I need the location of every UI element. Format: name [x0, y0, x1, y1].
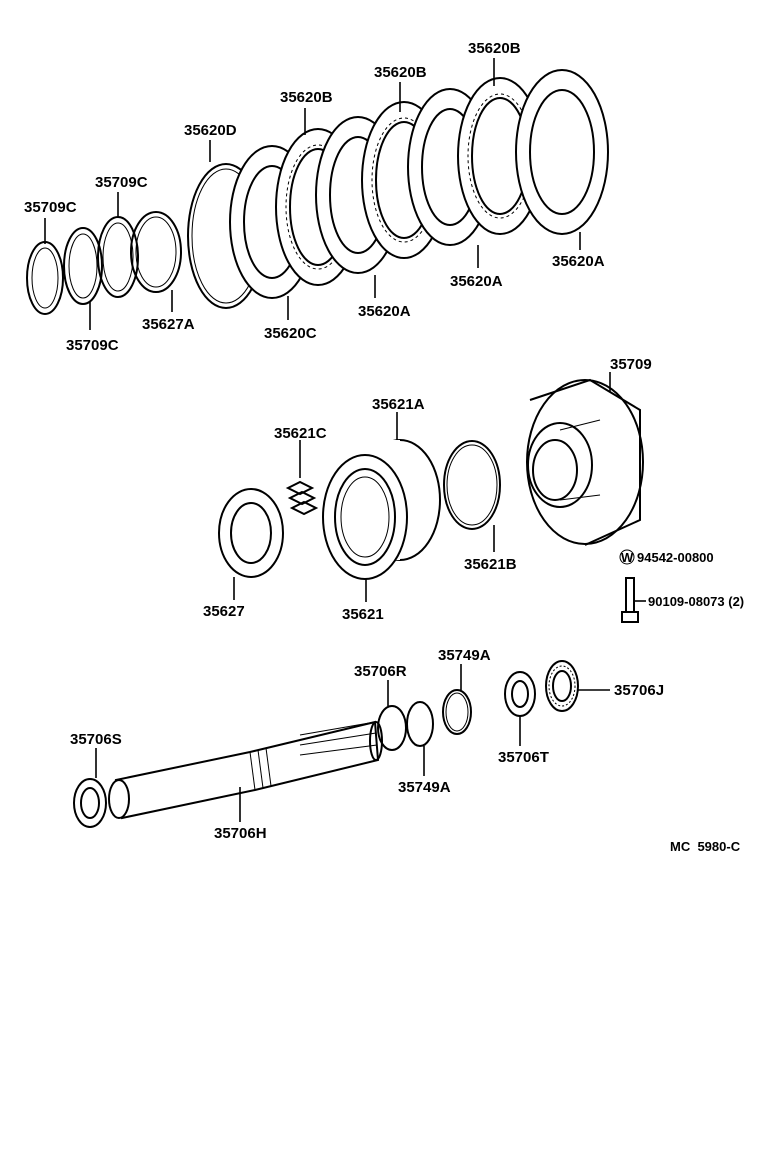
label-35706h: 35706H	[214, 825, 267, 842]
label-35620a-c: 35620A	[552, 253, 605, 270]
label-94542-00800: 94542-00800	[637, 550, 714, 565]
washer-mark-icon: W	[619, 549, 635, 565]
label-35620a-a: 35620A	[358, 303, 411, 320]
washer-mark-letter: W	[621, 550, 634, 565]
label-35709c-b: 35709C	[95, 174, 148, 191]
clutch-plate-35620a-3	[515, 69, 609, 235]
label-90109-08073: 90109-08073 (2)	[648, 594, 744, 609]
label-35620b-c: 35620B	[468, 40, 521, 57]
label-35620a-b: 35620A	[450, 273, 503, 290]
snap-ring-35627a	[130, 211, 182, 293]
label-35621c: 35621C	[274, 425, 327, 442]
label-35749a-b: 35749A	[398, 779, 451, 796]
diagram-code: MC 5980-C	[670, 839, 741, 854]
label-35627a: 35627A	[142, 316, 195, 333]
spring-35621c	[285, 480, 319, 516]
one-way-clutch-35621	[322, 454, 408, 580]
label-35621: 35621	[342, 606, 384, 623]
label-35706r: 35706R	[354, 663, 407, 680]
washer-35706t	[504, 671, 536, 717]
label-35621b: 35621B	[464, 556, 517, 573]
label-35709c-c: 35709C	[66, 337, 119, 354]
label-35620b-b: 35620B	[374, 64, 427, 81]
label-35620b-a: 35620B	[280, 89, 333, 106]
label-35706s: 35706S	[70, 731, 122, 748]
snap-ring-35709c-1	[26, 241, 64, 315]
snap-ring-35706r	[377, 705, 407, 751]
thrust-bearing-35706j	[545, 660, 579, 712]
intermediate-shaft-35706h	[108, 720, 383, 820]
label-35620c: 35620C	[264, 325, 317, 342]
snap-ring-35709c-2	[63, 227, 103, 305]
clutch-drum-35709	[526, 378, 644, 546]
label-35749a-a: 35749A	[438, 647, 491, 664]
snap-ring-35749a-2	[442, 689, 472, 735]
label-35620d: 35620D	[184, 122, 237, 139]
label-35621a: 35621A	[372, 396, 425, 413]
bolt-90109	[621, 577, 639, 623]
label-35706t: 35706T	[498, 749, 549, 766]
label-35709c-a: 35709C	[24, 199, 77, 216]
snap-ring-35749a-1	[406, 701, 434, 747]
thrust-washer-35627	[218, 488, 284, 578]
label-35709: 35709	[610, 356, 652, 373]
label-35706j: 35706J	[614, 682, 664, 699]
o-ring-35621b	[443, 440, 501, 530]
label-35627: 35627	[203, 603, 245, 620]
thrust-washer-35706s	[73, 778, 107, 828]
